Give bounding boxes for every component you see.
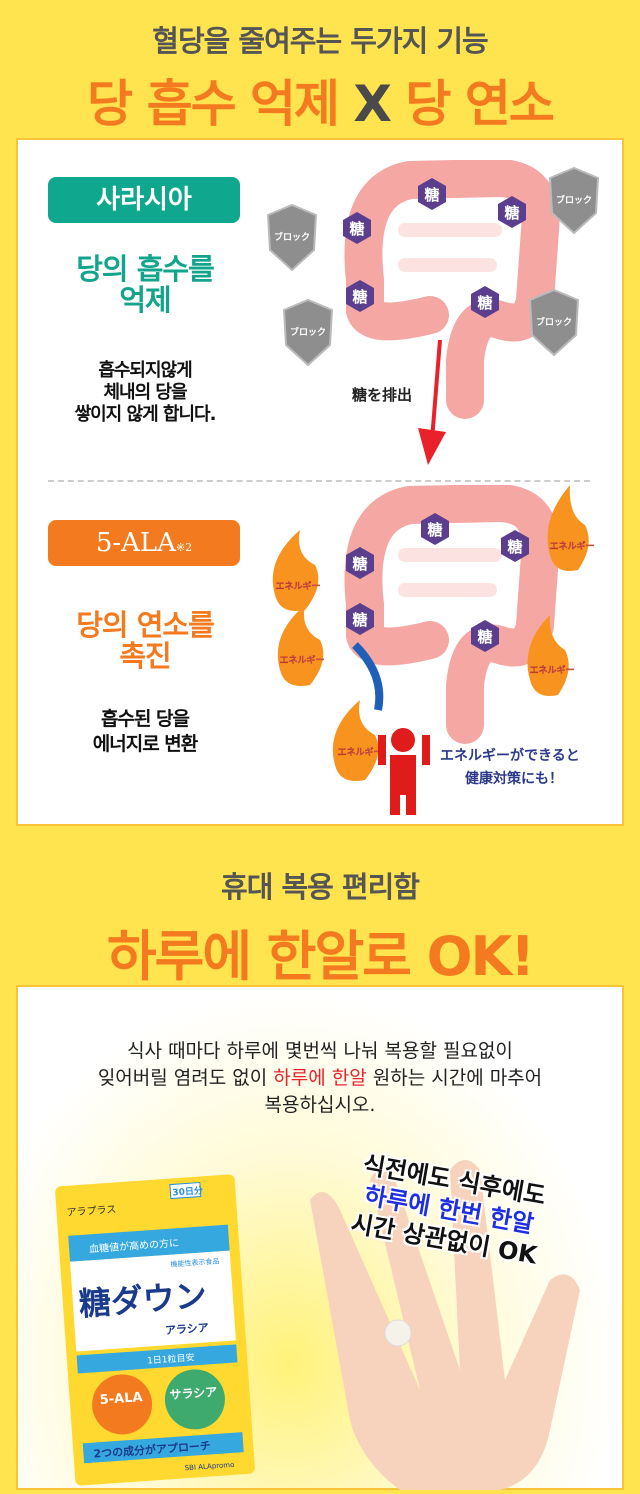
- sugar-text: 糖: [507, 538, 522, 556]
- package-days: 30日分: [172, 1184, 203, 1198]
- energy-caption: エネルギーができると: [440, 747, 580, 764]
- package-dose: 1日1粒目安: [147, 1351, 195, 1366]
- block-text: ブロック: [556, 194, 592, 206]
- sugar-text: 糖: [352, 288, 367, 306]
- flame-icons: [272, 485, 589, 781]
- sugar-text: 糖: [427, 521, 442, 539]
- ala-note: ※2: [175, 541, 193, 554]
- person-icon: [378, 728, 430, 815]
- desc-line: 잊어버릴 염려도 없이 하루에 한알 원하는 시간에 마추어: [16, 1065, 624, 1092]
- sugar-text: 糖: [477, 628, 492, 646]
- sugar-text: 糖: [477, 294, 492, 312]
- section2-title: 하루에 한알로 OK!: [106, 925, 535, 988]
- dosage-description: 식사 때마다 하루에 몇번씩 나눠 복용할 필요없이 잊어버릴 염려도 없이 하…: [16, 1038, 624, 1119]
- sugar-text: 糖: [352, 611, 367, 629]
- package-name: 糖ダウン: [78, 1276, 208, 1323]
- sugar-hexagons: [343, 178, 526, 318]
- block-text: ブロック: [274, 231, 310, 243]
- sugar-text: 糖: [352, 555, 367, 573]
- arrow-curve-icon: [352, 642, 384, 711]
- title-x: X: [353, 75, 392, 133]
- title-absorption: 당 흡수 억제: [87, 75, 340, 133]
- package-type: 機能性表示食品: [170, 1256, 220, 1268]
- section1-subtitle: 혈당을 줄여주는 두가지 기능: [152, 24, 488, 58]
- title-burn: 당 연소: [405, 75, 554, 133]
- ala-label: 5-ALA※2: [48, 520, 240, 566]
- block-text: ブロック: [536, 316, 572, 328]
- sugar-text: 糖: [424, 186, 439, 204]
- sugar-text: 糖: [504, 204, 519, 222]
- heading-line: 촉진: [119, 639, 171, 673]
- desc-text: 잊어버릴 염려도 없이: [97, 1067, 274, 1089]
- package-salacia: サラシア: [169, 1385, 218, 1402]
- section2-subtitle: 휴대 복용 편리함: [221, 870, 420, 904]
- salacia-label: 사라시아: [48, 177, 240, 223]
- body-line: 쌓이지 않게 합니다.: [74, 404, 217, 425]
- heading-line: 당의 연소를: [76, 608, 215, 642]
- energy-text: エネルギー: [549, 540, 594, 552]
- tablet-icon: [384, 1319, 412, 1347]
- heading-line: 억제: [119, 283, 171, 317]
- energy-text: エネルギー: [529, 664, 574, 676]
- excrete-caption: 糖を排出: [352, 386, 412, 404]
- body-line: 에너지로 변환: [92, 733, 199, 755]
- sugar-text: 糖: [349, 220, 364, 238]
- package-brand: アラプラス: [66, 1203, 117, 1218]
- body-line: 흡수되지않게: [98, 360, 192, 381]
- energy-text: エネルギー: [279, 654, 324, 666]
- desc-text: 원하는 시간에 마추어: [366, 1067, 543, 1089]
- divider: [48, 480, 590, 482]
- package-maker: SBI ALApromo: [184, 1461, 234, 1472]
- product-package: アラプラス 30日分 血糖値が高めの方に 機能性表示食品 糖ダウン アラシア 1…: [55, 1174, 255, 1486]
- package-sub: アラシア: [165, 1321, 210, 1337]
- desc-line: 식사 때마다 하루에 몇번씩 나눠 복용할 필요없이: [127, 1040, 513, 1062]
- energy-caption: 健康対策にも！: [465, 770, 563, 787]
- desc-line: 복용하십시오.: [264, 1094, 376, 1116]
- arrow-down-icon: [418, 428, 446, 465]
- heading-line: 당의 흡수를: [76, 252, 215, 286]
- energy-text: エネルギー: [275, 580, 320, 592]
- energy-text: エネルギー: [337, 746, 382, 758]
- section1-title: 당 흡수 억제 X 당 연소: [0, 64, 640, 136]
- shield-icons: [266, 166, 600, 367]
- body-line: 흡수된 당을: [100, 708, 190, 730]
- body-line: 체내의 당을: [103, 382, 187, 403]
- desc-highlight: 하루에 한알: [273, 1067, 367, 1089]
- block-text: ブロック: [290, 326, 326, 338]
- hand-illustration: [310, 1160, 580, 1490]
- package-ala: 5-ALA: [99, 1390, 143, 1408]
- ala-label-text: 5-ALA: [95, 528, 176, 558]
